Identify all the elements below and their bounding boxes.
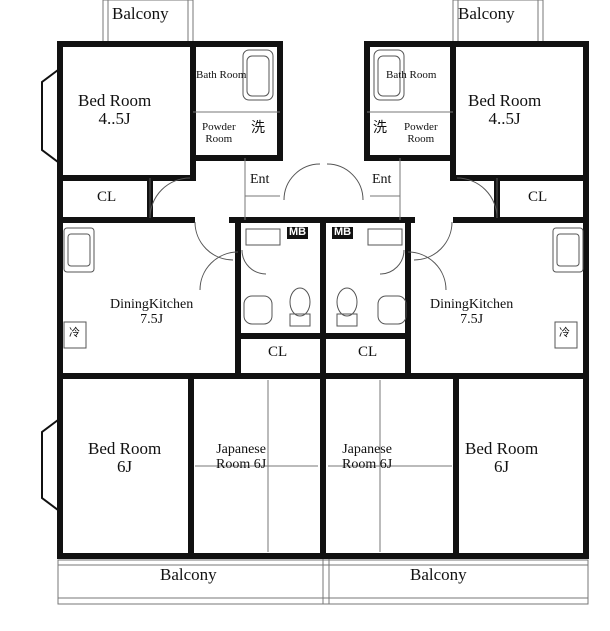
washer-right-label: 洗 [373, 121, 387, 136]
meter-box-left-label: MB [287, 226, 309, 239]
bay-windows [41, 68, 59, 512]
fridge-right-label: 冷 [559, 327, 570, 339]
meter-box-right-label: MB [332, 226, 354, 239]
balcony-top-right-label: Balcony [458, 4, 515, 23]
closet-center-left-label: CL [268, 344, 288, 360]
bath-room-left-label: Bath Room [196, 69, 247, 81]
closet-center-right-label: CL [358, 344, 378, 360]
door-swings [149, 163, 498, 291]
fixtures [63, 49, 584, 349]
fridge-left-label: 冷 [69, 327, 80, 339]
bath-room-right-label: Bath Room [386, 69, 437, 81]
entrance-left-label: Ent [250, 172, 270, 187]
washer-left-label: 洗 [251, 121, 265, 136]
balcony-bottom-left-label: Balcony [160, 565, 217, 584]
balcony-bottom-outline [57, 558, 589, 605]
walls [57, 41, 589, 559]
closet-top-left-label: CL [97, 189, 117, 205]
balcony-bottom-right-label: Balcony [410, 565, 467, 584]
balcony-top-left-label: Balcony [112, 4, 169, 23]
closet-top-right-label: CL [528, 189, 548, 205]
entrance-right-label: Ent [372, 172, 392, 187]
interior-lines [193, 111, 453, 552]
